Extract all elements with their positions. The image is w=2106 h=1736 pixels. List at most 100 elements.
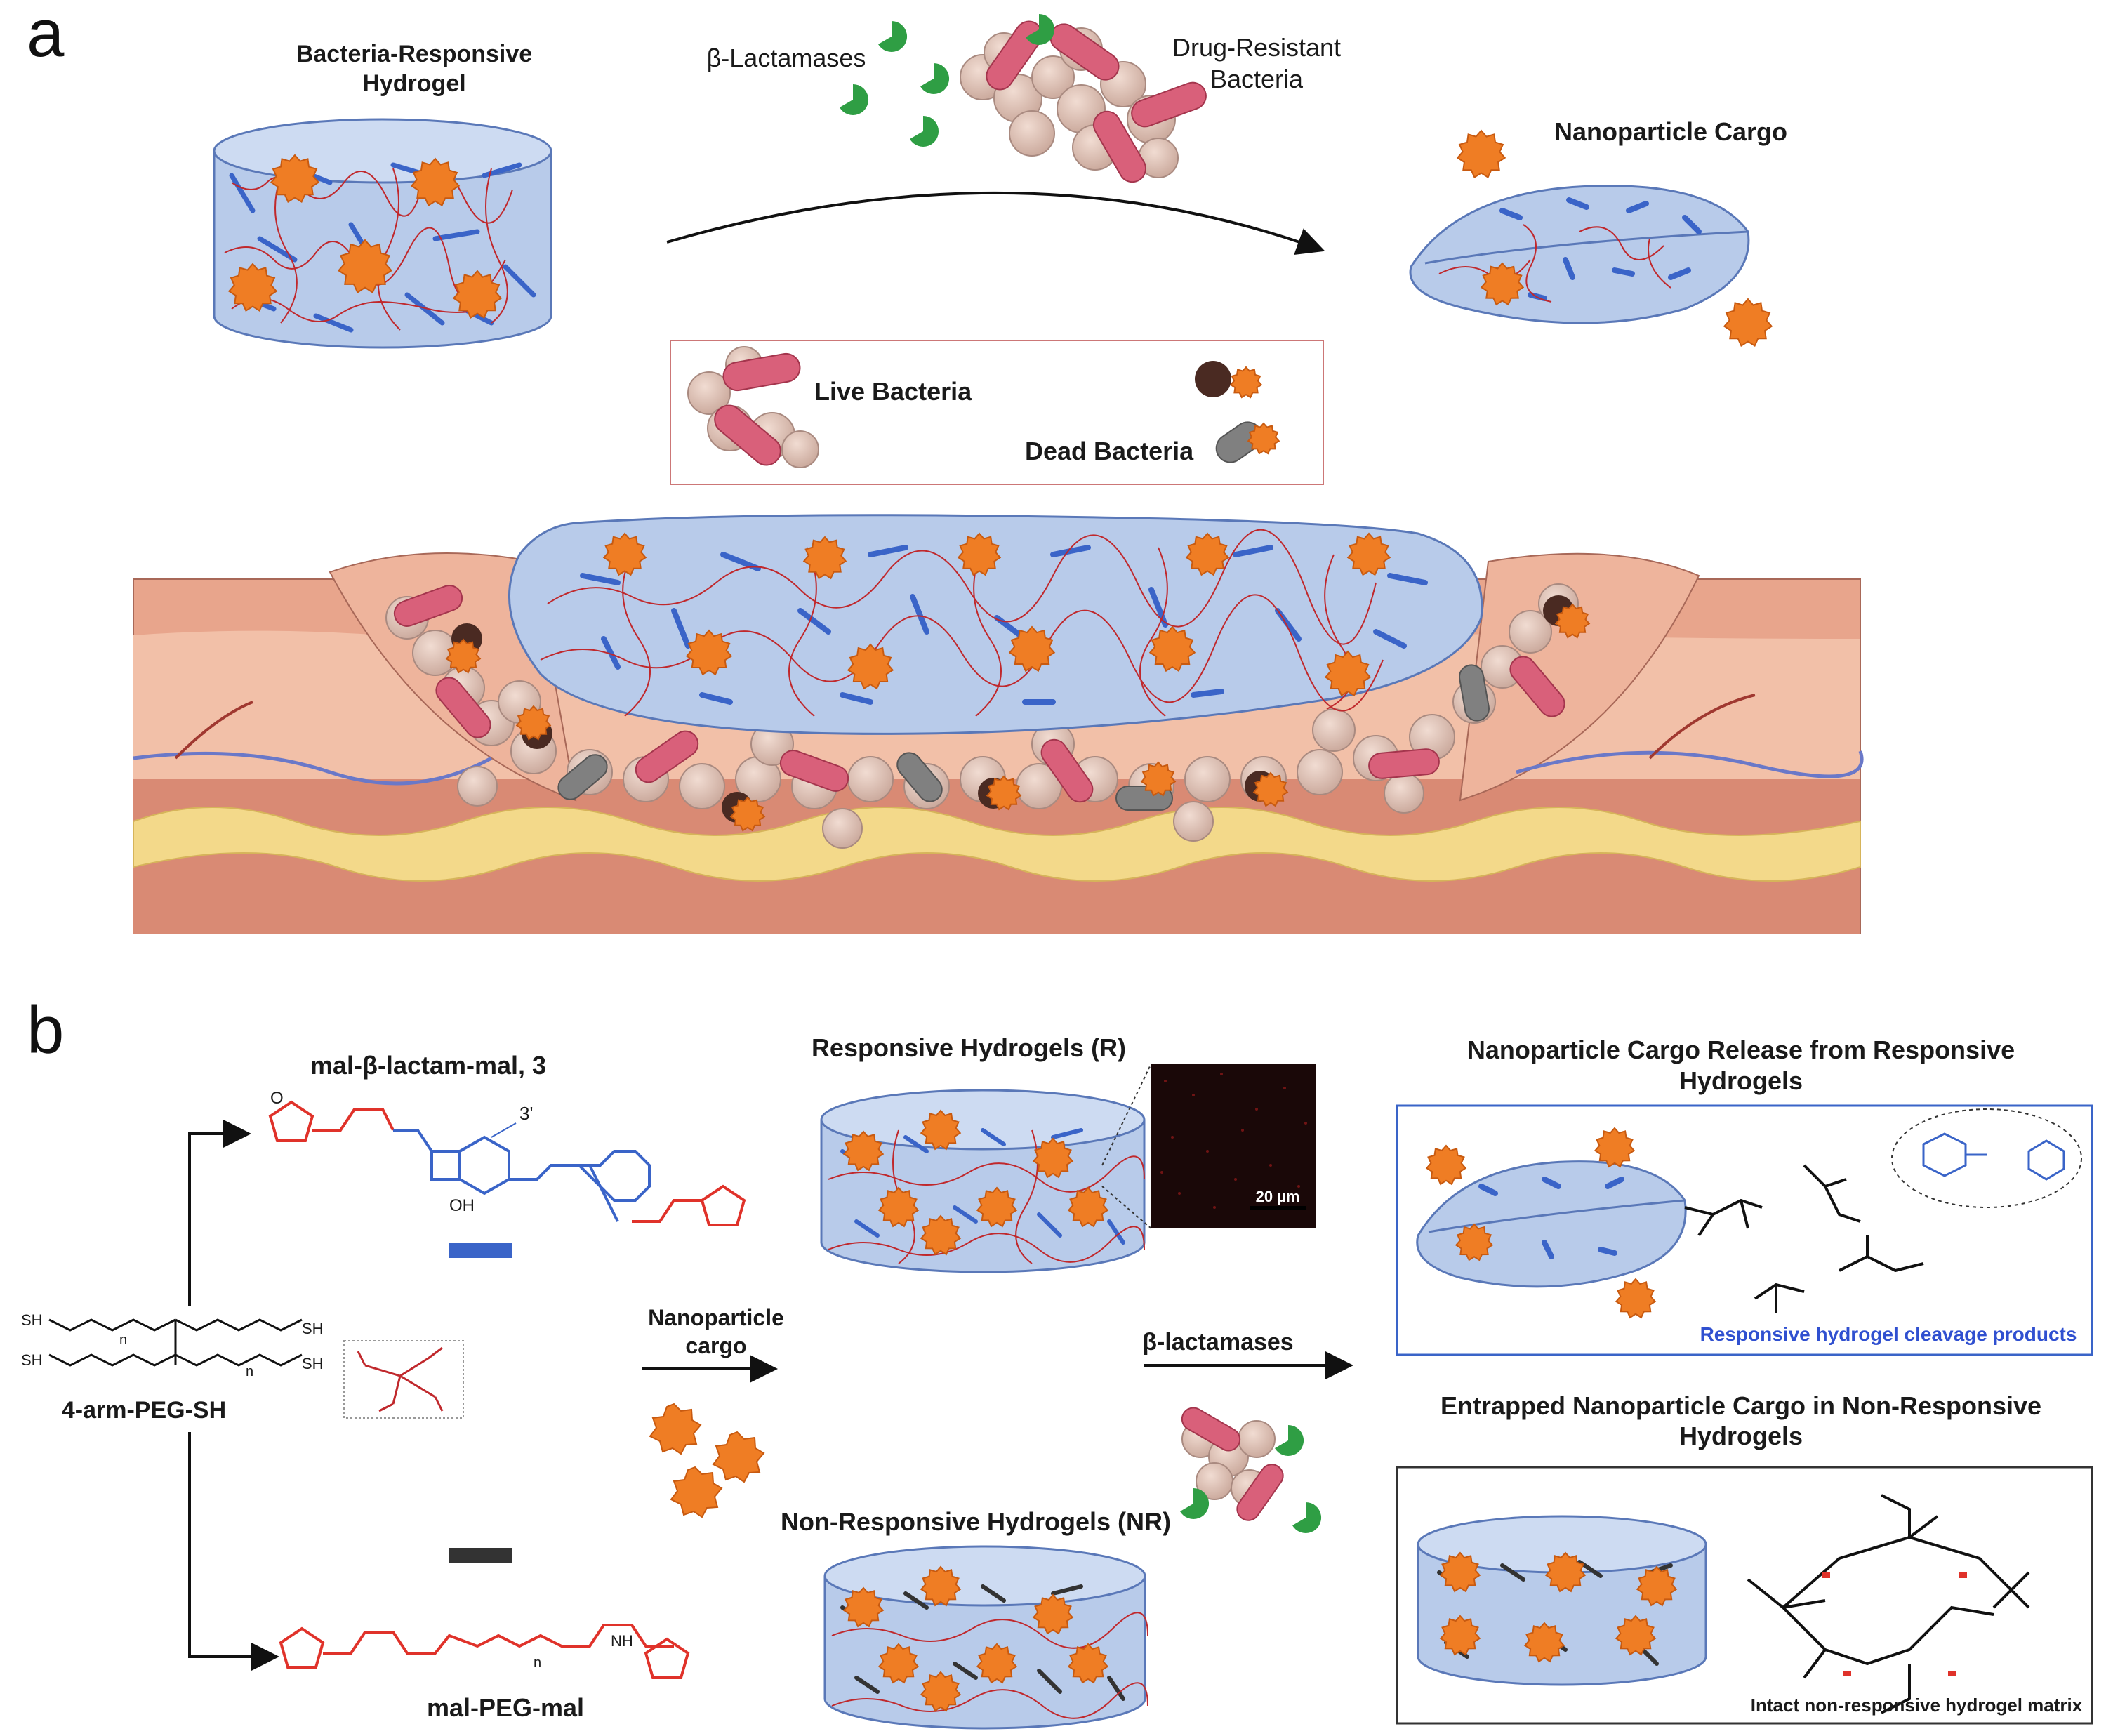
beta-lactamase-group-top (840, 13, 1055, 147)
dead-bacterium-icon (1195, 361, 1231, 397)
cargo-label: Nanoparticle Cargo (1554, 117, 1787, 146)
rod-bacterium-icon (435, 677, 491, 738)
crosslinker-nr-symbol (449, 1548, 512, 1563)
r-text-o1: O (270, 1089, 284, 1108)
nanoparticle-icon (842, 1130, 885, 1172)
release-box: Responsive hydrogel cleavage products (1396, 1104, 2093, 1356)
rod-bacterium-icon (635, 730, 699, 783)
enzyme-label: β-Lactamases (707, 44, 866, 72)
nanoparticle-icon (1636, 1565, 1678, 1607)
nanoparticle-icon (337, 239, 393, 293)
nanoparticle-icon (729, 796, 766, 832)
nanoparticle-icon (1008, 625, 1056, 672)
responsive-label: Responsive Hydrogels (R) (812, 1033, 1126, 1062)
entrapped-title-1: Entrapped Nanoparticle Cargo in Non-Resp… (1441, 1391, 2041, 1420)
dead-bacterium-icon (1459, 664, 1490, 722)
cargo-arrow-label-1: Nanoparticle (648, 1305, 784, 1330)
entrapped-title-2: Hydrogels (1679, 1422, 1803, 1450)
nanoparticle-icon (712, 1431, 765, 1483)
dead-bacterium-icon (896, 752, 943, 802)
arrow-to-r-icon (188, 1120, 251, 1306)
legend-live-label: Live Bacteria (814, 377, 972, 406)
nanoparticle-icon (1523, 1622, 1565, 1663)
arrow-to-nr-icon (188, 1432, 279, 1671)
panel-a-letter: a (27, 0, 65, 71)
nanoparticle-icon (976, 1186, 1018, 1228)
rod-bacterium-icon (1093, 110, 1146, 183)
beta-lactamase-icon (1180, 1487, 1210, 1520)
rod-bacterium-icon (1236, 1464, 1284, 1521)
peg-n-1: n (119, 1332, 127, 1348)
release-title-2: Hydrogels (1679, 1066, 1803, 1095)
loose-nanoparticles (649, 1403, 765, 1518)
nanoparticle-icon (1032, 1137, 1074, 1179)
nanoparticle-icon (878, 1643, 920, 1684)
beta-lactam-structure (268, 1100, 746, 1226)
nanoparticle-icon (1594, 1127, 1636, 1168)
responsive-hydrogel-cylinder (213, 118, 552, 349)
bacteria-label-1: Drug-Resistant (1172, 33, 1341, 62)
nanoparticle-icon (1554, 603, 1591, 639)
rod-bacterium-icon (722, 352, 801, 392)
entrapped-box: Intact non-responsive hydrogel matrix (1396, 1466, 2093, 1725)
intact-label: Intact non-responsive hydrogel matrix (1751, 1695, 2083, 1716)
nanoparticle-icon (847, 643, 894, 690)
bacteria-legend: Live Bacteria Dead Bacteria (670, 340, 1324, 485)
nanoparticle-icon (445, 638, 482, 674)
nanoparticle-icon (410, 157, 461, 207)
rod-bacterium-icon (779, 750, 849, 792)
rod-bacterium-icon (1131, 81, 1207, 128)
peg-structure (48, 1318, 303, 1367)
cleavage-zoom (1891, 1108, 2082, 1208)
release-title-1: Nanoparticle Cargo Release from Responsi… (1467, 1035, 2015, 1064)
nonresponsive-label: Non-Responsive Hydrogels (NR) (781, 1507, 1171, 1536)
beta-lactamase-icon (910, 115, 939, 147)
peg-sh-4: SH (302, 1355, 324, 1372)
nanoparticle-icon (1439, 1615, 1481, 1656)
nanoparticle-icon (1439, 1551, 1481, 1593)
rod-bacterium-icon (1040, 738, 1094, 803)
nanoparticle-icon (649, 1403, 702, 1455)
responsive-hydrogel-b (820, 1089, 1146, 1273)
beta-lactamase-icon (1026, 13, 1055, 45)
nanoparticle-icon (1067, 1643, 1109, 1684)
nanoparticle-icon (1229, 366, 1263, 399)
nanoparticle-icon (842, 1586, 885, 1628)
enzyme-arrow-label: β-lactamases (1142, 1329, 1293, 1356)
nanoparticle-icon (920, 1565, 962, 1607)
skin-wound-scene (133, 514, 1864, 934)
zoom-line-1 (1101, 1063, 1152, 1166)
nanoparticle-icon (1346, 532, 1391, 576)
nanoparticle-icon (1480, 262, 1525, 306)
hydrogel-title-1: Bacteria-Responsive (296, 41, 532, 67)
r-text-3prime: 3' (519, 1103, 533, 1124)
nanoparticle-icon (878, 1186, 920, 1228)
enzyme-bacteria-small (1180, 1407, 1322, 1533)
beta-lactamase-icon (920, 62, 950, 94)
nanoparticle-icon (1067, 1186, 1109, 1228)
nanoparticle-icon (1185, 532, 1230, 576)
nanoparticle-icon (1456, 129, 1506, 179)
rod-bacterium-icon (1509, 656, 1565, 717)
nanoparticle-icon (1455, 1223, 1494, 1261)
nanoparticle-icon (1615, 1278, 1657, 1319)
degraded-hydrogel-right (1409, 185, 1750, 324)
r-text-oh: OH (449, 1196, 475, 1215)
nanoparticle-icon (802, 536, 847, 580)
beta-lactamase-icon (878, 20, 908, 52)
rod-bacterium-icon (1368, 748, 1440, 779)
crosslinker-r-symbol (449, 1243, 512, 1258)
nanoparticle-icon (452, 270, 503, 319)
panel-b-letter: b (27, 993, 64, 1068)
microscopy-image: 20 µm (1151, 1064, 1316, 1228)
nr-text-n: n (534, 1655, 541, 1671)
nanoparticle-icon (227, 263, 278, 312)
bacteria-cluster (960, 20, 1207, 183)
nanoparticle-icon (986, 775, 1022, 811)
nanoparticle-icon (685, 629, 733, 676)
nanoparticle-icon (920, 1109, 962, 1151)
nanoparticle-icon (1032, 1593, 1074, 1635)
nanoparticle-icon (920, 1214, 962, 1256)
process-arrow-icon (666, 191, 1325, 255)
rod-bacterium-icon (1181, 1407, 1241, 1452)
